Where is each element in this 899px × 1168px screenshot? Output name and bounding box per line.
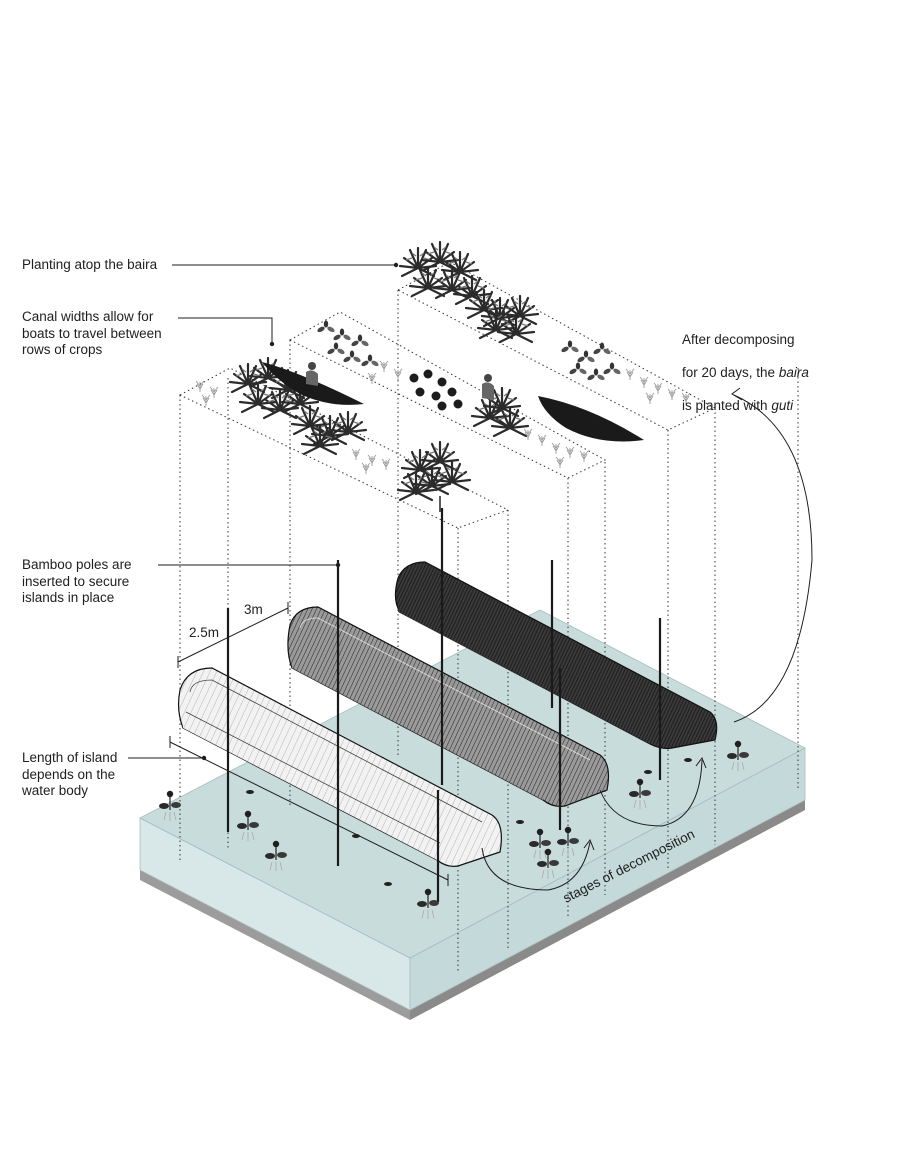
- after-decomposing-line3: is planted with: [682, 397, 772, 413]
- leader-dots: [201, 262, 399, 761]
- planted-beds: [178, 261, 717, 536]
- crops-middle-row: [316, 320, 589, 469]
- bamboo-poles: [226, 508, 662, 902]
- dimension-lines: [169, 602, 449, 886]
- after-decomposing-line1: After decomposing: [682, 331, 795, 347]
- boat-icon: [538, 396, 644, 442]
- canal-label: Canal widths allow for boats to travel b…: [22, 309, 162, 357]
- baira-term: baira: [778, 364, 809, 380]
- planting-label: Planting atop the baira: [22, 257, 158, 272]
- ground-layer: [140, 870, 410, 1020]
- crops-front-row: [195, 356, 472, 512]
- length-label: Length of island depends on the water bo…: [22, 750, 118, 798]
- person-icon: [306, 362, 318, 386]
- leader-lines: [128, 264, 396, 759]
- width-2-5m-label: 2.5m: [189, 625, 220, 640]
- bamboo-label: Bamboo poles are inserted to secure isla…: [22, 557, 132, 605]
- width-3m-label: 3m: [244, 602, 263, 617]
- island-dark: [394, 561, 718, 750]
- arrow-after-decomposing: [731, 387, 813, 723]
- after-decomposing-line2: for 20 days, the: [682, 364, 779, 380]
- arrows-stages-decomposition: [481, 756, 707, 891]
- after-decomposing-label: After decomposing for 20 days, the baira…: [682, 315, 809, 414]
- island-mid: [287, 606, 610, 807]
- fish-icon: [246, 758, 692, 886]
- ground-layer-side: [410, 800, 805, 1020]
- person-icon: [482, 374, 494, 400]
- guti-term: guti: [771, 397, 794, 413]
- dark-crop-grid: [409, 369, 463, 411]
